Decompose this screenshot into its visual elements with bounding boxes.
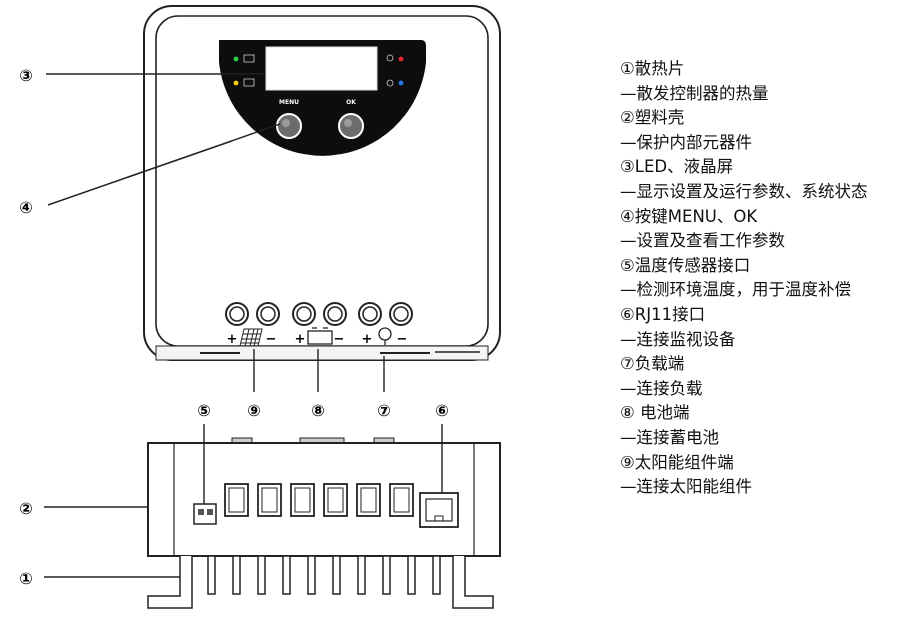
legend-display-title: ③LED、液晶屏: [620, 157, 734, 177]
legend-buttons-title: ④按键MENU、OK: [620, 206, 758, 226]
cable-entry-5[interactable]: [356, 483, 381, 517]
legend-rj11-title: ⑥RJ11接口: [620, 304, 706, 324]
temperature-sensor-port[interactable]: [193, 503, 217, 525]
load-minus-sign: −: [397, 332, 408, 347]
solar-indicator-icon: [243, 54, 255, 63]
legend: ①散热片 —散发控制器的热量 ②塑料壳 —保护内部元器件 ③LED、液晶屏 —显…: [620, 57, 920, 500]
legend-heatsink-title: ①散热片: [620, 59, 685, 78]
callout-1: ①: [19, 569, 33, 588]
legend-display-desc: —显示设置及运行参数、系统状态: [620, 181, 868, 201]
callout-7: ⑦: [377, 401, 391, 420]
callout-lines: [44, 73, 443, 578]
terminal-solar-plus[interactable]: [225, 302, 249, 326]
terminal-load-plus[interactable]: [358, 302, 382, 326]
solar-panel-icon: [239, 328, 263, 347]
legend-load-desc: —连接负载: [620, 378, 703, 398]
led-blue: [398, 80, 404, 86]
setting-indicator-icon: [386, 79, 394, 87]
legend-battery-title: ⑧ 电池端: [620, 403, 690, 423]
terminal-row: [225, 302, 413, 326]
callout-4: ④: [19, 198, 33, 217]
callout-numbers: ③ ④ ② ① ⑤ ⑨ ⑧ ⑦ ⑥: [19, 66, 449, 588]
callout-2: ②: [19, 499, 33, 518]
terminal-battery-plus[interactable]: [292, 302, 316, 326]
menu-label: MENU: [279, 99, 299, 106]
legend-buttons-desc: —设置及查看工作参数: [620, 231, 785, 251]
load-plus-sign: +: [362, 332, 373, 347]
bulb-icon: [378, 327, 392, 345]
led-green: [233, 56, 239, 62]
controller-bottom-view: [147, 437, 501, 609]
terminal-load-minus[interactable]: [389, 302, 413, 326]
led-red: [398, 56, 404, 62]
rj11-port[interactable]: [419, 492, 459, 528]
legend-solar-desc: —连接太阳能组件: [620, 477, 752, 497]
battery-indicator-icon: [243, 78, 255, 87]
callout-3: ③: [19, 66, 33, 85]
heat-sink: [147, 555, 494, 609]
legend-battery-desc: —连接蓄电池: [620, 427, 719, 447]
legend-temp-sensor-desc: —检测环境温度，用于温度补偿: [620, 280, 851, 300]
battery-plus-sign: +: [295, 332, 306, 347]
cable-entries: [224, 483, 414, 517]
legend-case-title: ②塑料壳: [620, 108, 685, 128]
bottom-strip: [155, 345, 489, 361]
solar-minus-sign: −: [266, 332, 277, 347]
legend-case-desc: —保护内部元器件: [620, 132, 752, 152]
legend-heatsink-desc: —散发控制器的热量: [620, 83, 769, 103]
battery-icon: [307, 327, 333, 345]
cable-entry-6[interactable]: [389, 483, 414, 517]
led-yellow: [233, 80, 239, 86]
terminal-solar-minus[interactable]: [256, 302, 280, 326]
legend-temp-sensor-title: ⑤温度传感器接口: [620, 255, 751, 275]
lcd-screen: [265, 46, 378, 91]
callout-6: ⑥: [435, 401, 449, 420]
callout-9: ⑨: [247, 401, 261, 420]
callout-5: ⑤: [197, 401, 211, 420]
load-indicator-icon: [386, 54, 394, 62]
ok-button[interactable]: [338, 113, 364, 139]
ok-label: OK: [346, 99, 356, 106]
callout-8: ⑧: [311, 401, 325, 420]
menu-button[interactable]: [276, 113, 302, 139]
legend-solar-title: ⑨太阳能组件端: [620, 452, 734, 472]
cable-entry-4[interactable]: [323, 483, 348, 517]
cable-entry-2[interactable]: [257, 483, 282, 517]
legend-load-title: ⑦负载端: [620, 354, 685, 374]
battery-minus-sign: −: [334, 332, 345, 347]
legend-rj11-desc: —连接监视设备: [620, 329, 736, 349]
solar-plus-sign: +: [227, 332, 238, 347]
terminal-battery-minus[interactable]: [323, 302, 347, 326]
controller-front-view: MENU OK +: [143, 5, 501, 361]
cable-entry-3[interactable]: [290, 483, 315, 517]
cable-entry-1[interactable]: [224, 483, 249, 517]
